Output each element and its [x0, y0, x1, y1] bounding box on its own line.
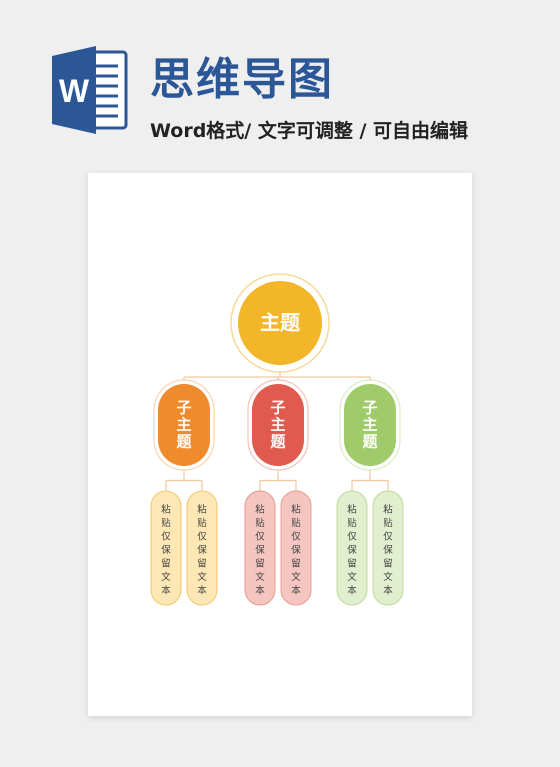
svg-text:留: 留 — [383, 558, 393, 570]
svg-text:贴: 贴 — [347, 517, 357, 529]
svg-text:本: 本 — [197, 585, 207, 597]
root-label: 主题 — [260, 311, 301, 335]
svg-text:贴: 贴 — [291, 517, 301, 529]
svg-text:仅: 仅 — [255, 531, 265, 543]
svg-text:本: 本 — [291, 585, 301, 597]
svg-text:本: 本 — [347, 585, 357, 597]
svg-text:文: 文 — [197, 571, 207, 583]
svg-text:题: 题 — [176, 433, 192, 451]
svg-text:贴: 贴 — [383, 517, 393, 529]
svg-text:留: 留 — [255, 558, 265, 570]
document-page: 主题子主题粘贴仅保留文本粘贴仅保留文本子主题粘贴仅保留文本粘贴仅保留文本子主题粘… — [88, 173, 472, 716]
svg-text:保: 保 — [383, 544, 393, 556]
root-node — [238, 281, 322, 365]
logo-letter: W — [59, 73, 90, 109]
leaf-node — [244, 490, 276, 606]
svg-text:子: 子 — [176, 399, 191, 417]
svg-text:仅: 仅 — [197, 531, 207, 543]
svg-text:题: 题 — [270, 433, 286, 451]
svg-text:保: 保 — [291, 544, 301, 556]
svg-text:仅: 仅 — [347, 531, 357, 543]
svg-text:粘: 粘 — [347, 504, 357, 516]
branch-label: 子主题 — [362, 399, 378, 451]
leaf-node — [150, 490, 182, 606]
word-logo-icon: W — [52, 46, 128, 134]
svg-text:仅: 仅 — [383, 531, 393, 543]
svg-text:贴: 贴 — [161, 517, 171, 529]
svg-text:主: 主 — [362, 416, 377, 434]
leaf-node — [336, 490, 368, 606]
svg-text:主: 主 — [270, 416, 285, 434]
svg-text:题: 题 — [362, 433, 378, 451]
mind-map: 主题子主题粘贴仅保留文本粘贴仅保留文本子主题粘贴仅保留文本粘贴仅保留文本子主题粘… — [150, 273, 404, 606]
svg-text:粘: 粘 — [383, 504, 393, 516]
svg-text:粘: 粘 — [161, 504, 171, 516]
svg-text:贴: 贴 — [255, 517, 265, 529]
svg-text:子: 子 — [362, 399, 377, 417]
branch-label: 子主题 — [176, 399, 192, 451]
svg-text:保: 保 — [347, 544, 357, 556]
svg-text:文: 文 — [291, 571, 301, 583]
svg-text:保: 保 — [161, 544, 171, 556]
svg-text:粘: 粘 — [255, 504, 265, 516]
svg-text:粘: 粘 — [197, 504, 207, 516]
svg-text:保: 保 — [255, 544, 265, 556]
branch-label: 子主题 — [270, 399, 286, 451]
branch-node — [344, 384, 396, 466]
svg-text:文: 文 — [161, 571, 171, 583]
leaf-node — [372, 490, 404, 606]
svg-text:子: 子 — [270, 399, 285, 417]
leaf-node — [186, 490, 218, 606]
svg-text:贴: 贴 — [197, 517, 207, 529]
svg-text:主: 主 — [176, 416, 191, 434]
header: W 思维导图 Word格式/ 文字可调整 / 可自由编辑 — [0, 0, 560, 165]
branch-node — [158, 384, 210, 466]
svg-text:留: 留 — [347, 558, 357, 570]
svg-text:留: 留 — [197, 558, 207, 570]
svg-text:仅: 仅 — [161, 531, 171, 543]
leaf-node — [280, 490, 312, 606]
svg-text:本: 本 — [255, 585, 265, 597]
svg-text:粘: 粘 — [291, 504, 301, 516]
svg-text:本: 本 — [161, 585, 171, 597]
page-title: 思维导图 — [150, 54, 334, 105]
branch-node — [252, 384, 304, 466]
svg-text:留: 留 — [161, 558, 171, 570]
page-subtitle: Word格式/ 文字可调整 / 可自由编辑 — [150, 120, 469, 142]
svg-text:文: 文 — [383, 571, 393, 583]
svg-text:留: 留 — [291, 558, 301, 570]
svg-text:保: 保 — [197, 544, 207, 556]
svg-text:仅: 仅 — [291, 531, 301, 543]
svg-text:文: 文 — [347, 571, 357, 583]
svg-text:本: 本 — [383, 585, 393, 597]
svg-text:文: 文 — [255, 571, 265, 583]
